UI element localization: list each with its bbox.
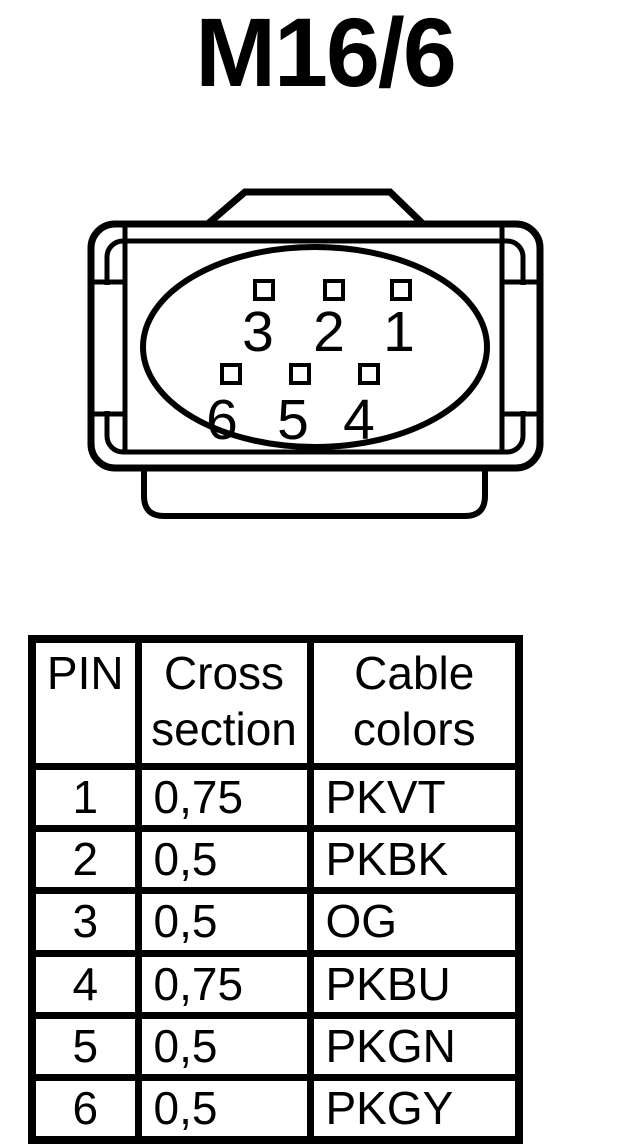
pin-5-label: 5 — [277, 388, 309, 452]
cross-section: 0,5 — [134, 1073, 314, 1144]
pin-5-contact — [289, 363, 311, 385]
header-cable-colors: Cable colors — [306, 635, 523, 770]
pin-6-contact — [220, 363, 242, 385]
cable-color: PKVT — [306, 762, 523, 833]
cable-color: PKGN — [306, 1011, 523, 1081]
pin-row-4: 4 0,75 PKBU — [28, 949, 523, 1019]
pin-number: 1 — [28, 762, 142, 833]
bottom-extension — [141, 455, 488, 519]
cross-section: 0,5 — [134, 1011, 314, 1081]
pin-4-contact — [358, 363, 380, 385]
pin-1-label: 1 — [383, 300, 415, 364]
pin-number: 6 — [28, 1073, 142, 1144]
cross-section: 0,5 — [134, 887, 314, 957]
table-header-row: PIN Cross section Cable colors — [28, 635, 523, 770]
cable-color: PKGY — [306, 1073, 523, 1144]
header-cross-section: Cross section — [134, 635, 314, 770]
pin-3-contact — [253, 279, 275, 301]
pin-3-label: 3 — [242, 300, 274, 364]
pin-row-5: 5 0,5 PKGN — [28, 1011, 523, 1081]
cable-color: PKBK — [306, 825, 523, 895]
pin-1-contact — [390, 279, 412, 301]
pin-number: 5 — [28, 1011, 142, 1081]
pin-number: 2 — [28, 825, 142, 895]
pin-2-label: 2 — [313, 300, 345, 364]
connector-diagram: 3 2 1 6 5 4 — [87, 188, 544, 519]
left-band-mask — [96, 285, 122, 411]
pin-number: 3 — [28, 887, 142, 957]
pin-row-2: 2 0,5 PKBK — [28, 825, 523, 895]
cable-color: PKBU — [306, 949, 523, 1019]
pin-6-label: 6 — [206, 388, 238, 452]
cross-section: 0,75 — [134, 762, 314, 833]
cross-section: 0,75 — [134, 949, 314, 1019]
cross-section: 0,5 — [134, 825, 314, 895]
pin-row-1: 1 0,75 PKVT — [28, 762, 523, 833]
pin-number: 4 — [28, 949, 142, 1019]
header-pin: PIN — [28, 635, 142, 770]
right-band-mask — [505, 285, 535, 411]
pin-4-label: 4 — [343, 388, 375, 452]
cable-color: OG — [306, 887, 523, 957]
page-title: M16/6 — [195, 0, 457, 107]
pin-2-contact — [323, 279, 345, 301]
pin-row-3: 3 0,5 OG — [28, 887, 523, 957]
pin-row-6: 6 0,5 PKGY — [28, 1073, 523, 1144]
pinout-table: PIN Cross section Cable colors 1 0,75 PK… — [28, 635, 523, 1144]
